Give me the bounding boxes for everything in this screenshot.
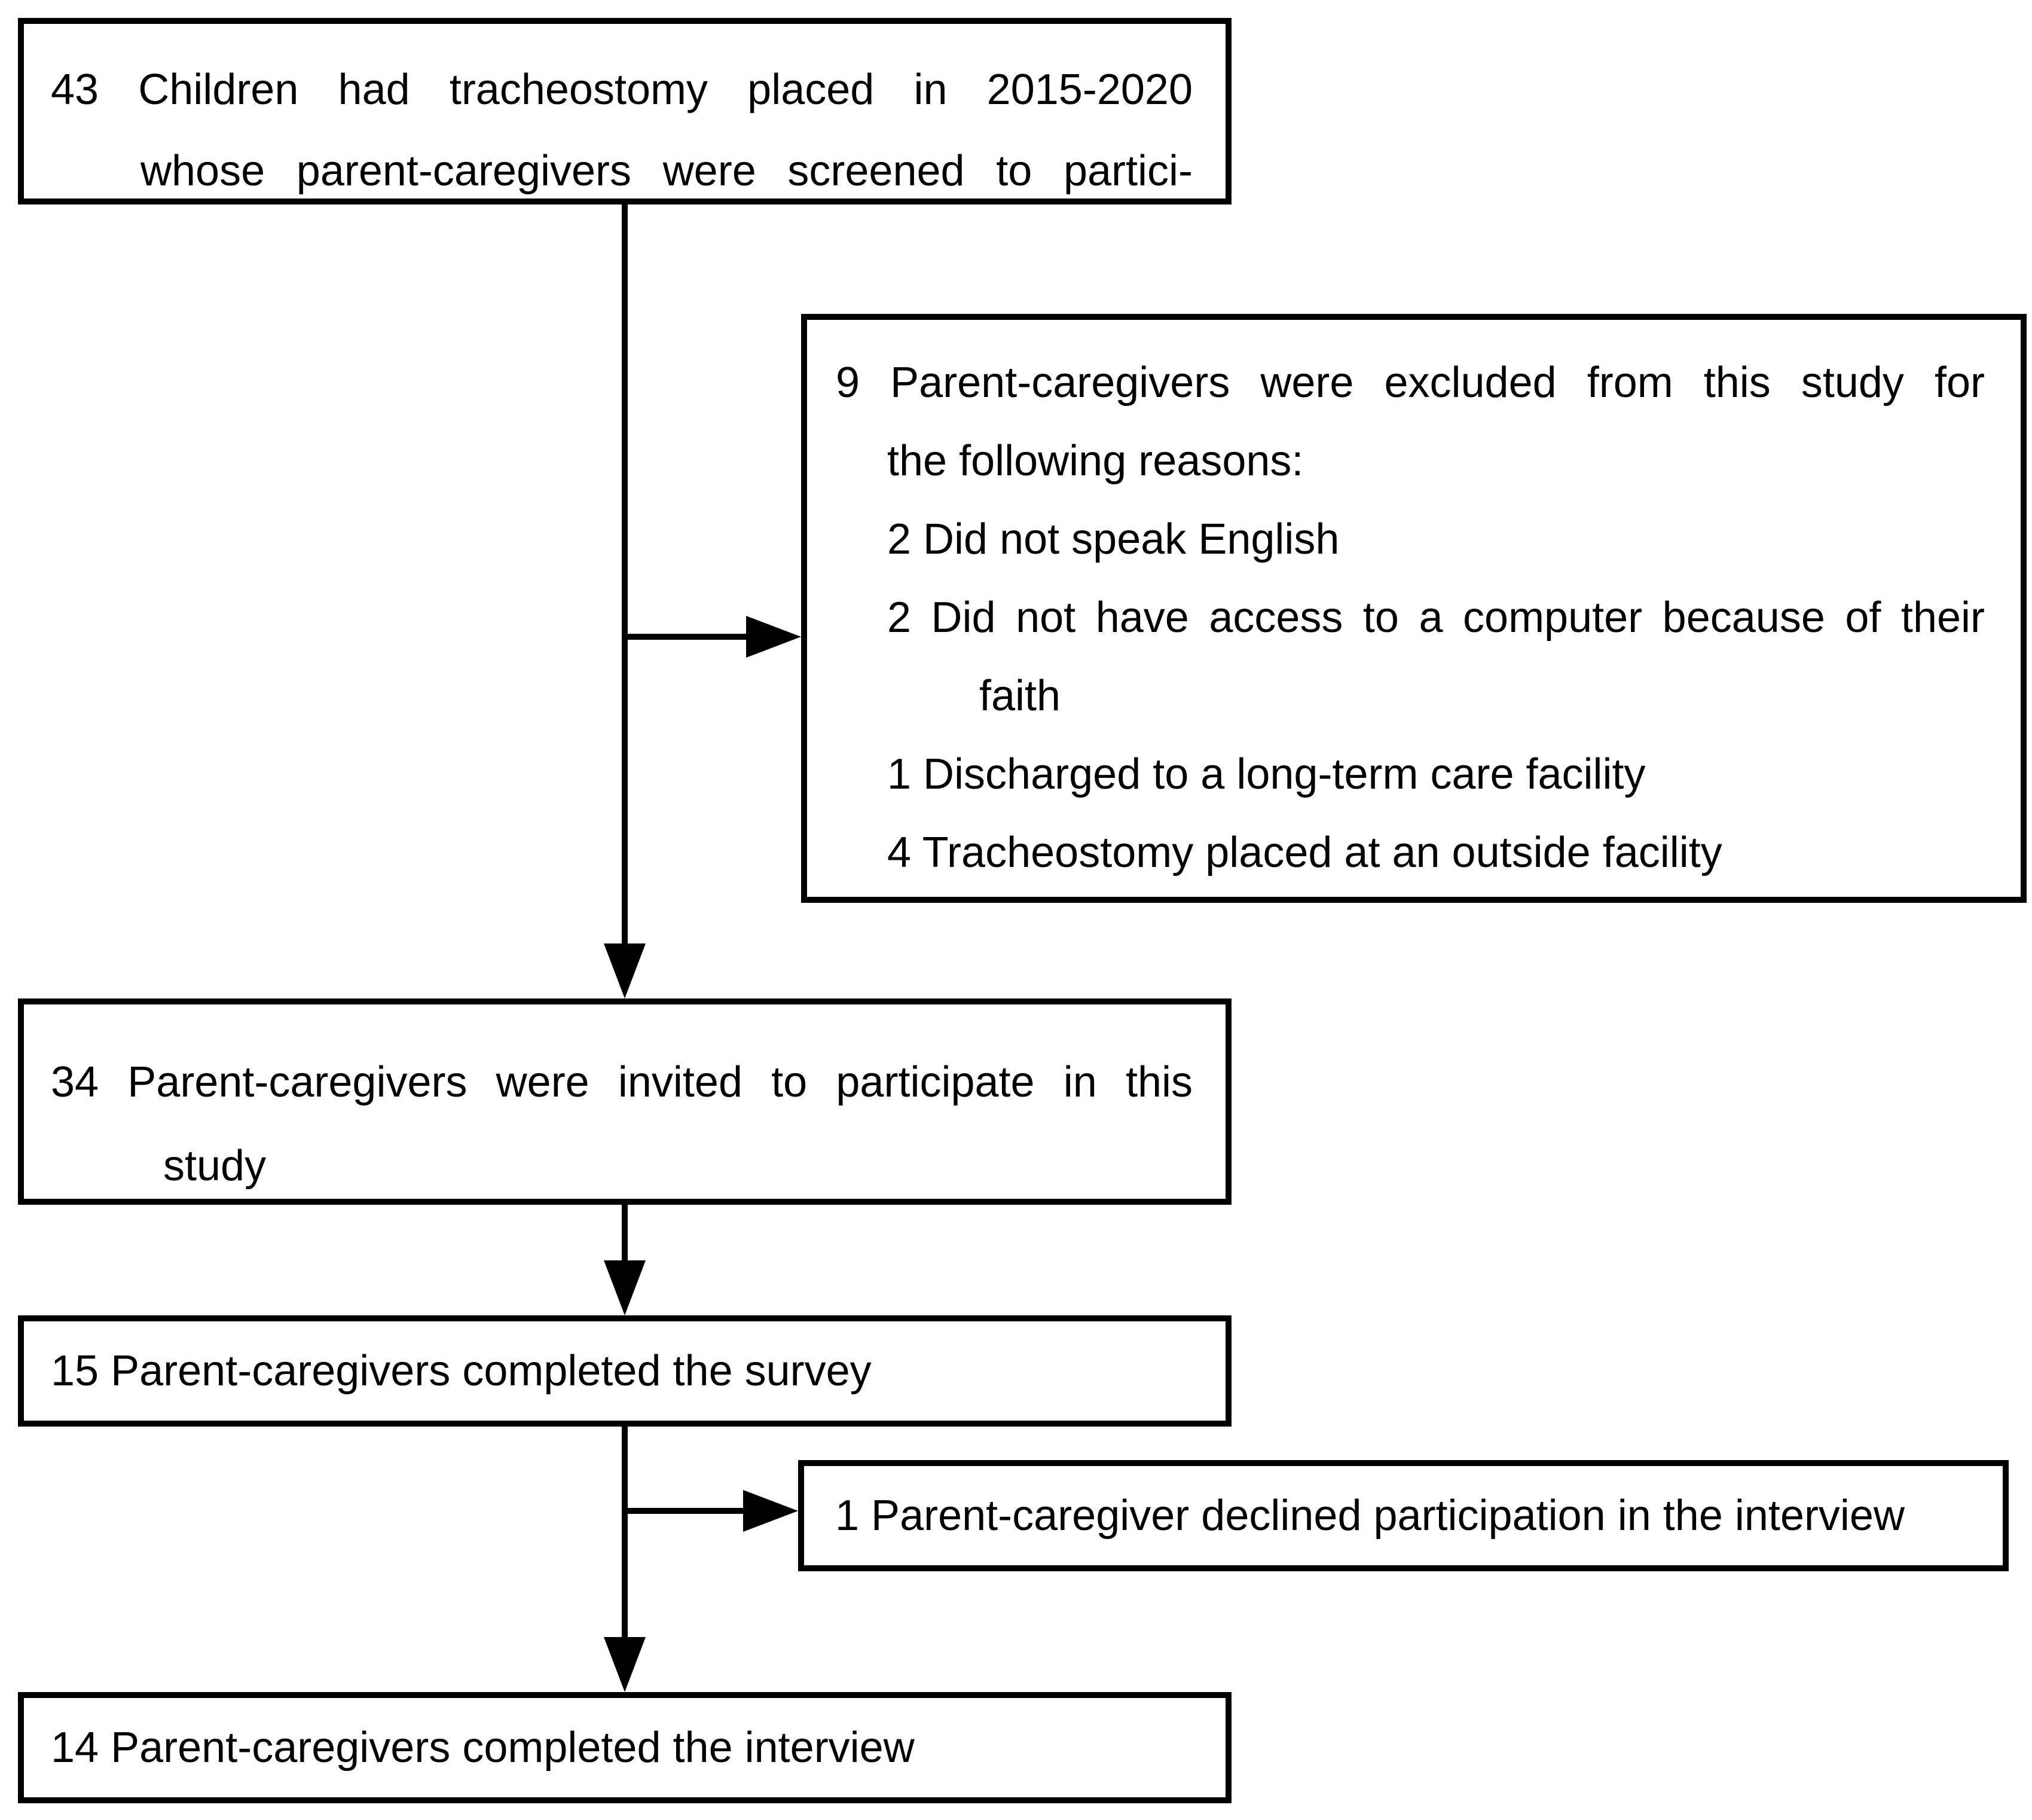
box-survey-line-1: 15 Parent-caregivers completed the surve… [51,1347,872,1395]
box-interview: 14 Parent-caregivers completed the inter… [18,1692,1232,1803]
arrowhead-into-survey [604,1260,646,1315]
box-excluded: 9 Parent-caregivers were excluded from t… [801,314,2027,903]
arrowhead-into-interview [604,1637,646,1692]
box-screened-line-2: whose parent-caregivers were screened to… [140,147,1193,195]
box-invited: 34 Parent-caregivers were invited to par… [18,998,1232,1205]
box-excluded-line-5: faith [979,672,1061,720]
box-survey: 15 Parent-caregivers completed the surve… [18,1315,1232,1427]
box-excluded-line-2: the following reasons: [887,437,1304,485]
flowline-survey-to-interview [622,1424,628,1638]
box-declined: 1 Parent-caregiver declined participatio… [798,1460,2009,1571]
box-excluded-line-1: 9 Parent-caregivers were excluded from t… [836,359,1985,407]
flowline-branch-to-excluded [625,634,747,640]
box-excluded-line-4: 2 Did not have access to a computer beca… [887,594,1985,642]
flowline-invited-to-survey [622,1203,628,1262]
flowline-screened-to-invited [622,201,628,945]
arrowhead-into-declined [743,1490,798,1532]
arrowhead-into-excluded [746,616,801,658]
box-interview-line-1: 14 Parent-caregivers completed the inter… [51,1724,915,1772]
box-declined-line-1: 1 Parent-caregiver declined participatio… [835,1492,1905,1540]
box-excluded-line-3: 2 Did not speak English [887,515,1340,563]
box-screened-line-1: 43 Children had tracheostomy placed in 2… [51,66,1193,114]
box-screened: 43 Children had tracheostomy placed in 2… [18,18,1232,204]
box-invited-line-2: study [163,1142,267,1190]
arrowhead-into-invited [604,943,646,998]
box-excluded-line-7: 4 Tracheostomy placed at an outside faci… [887,829,1722,877]
box-excluded-line-6: 1 Discharged to a long-term care facilit… [887,750,1646,798]
box-invited-line-1: 34 Parent-caregivers were invited to par… [51,1058,1193,1106]
flowline-branch-to-declined [625,1508,744,1514]
